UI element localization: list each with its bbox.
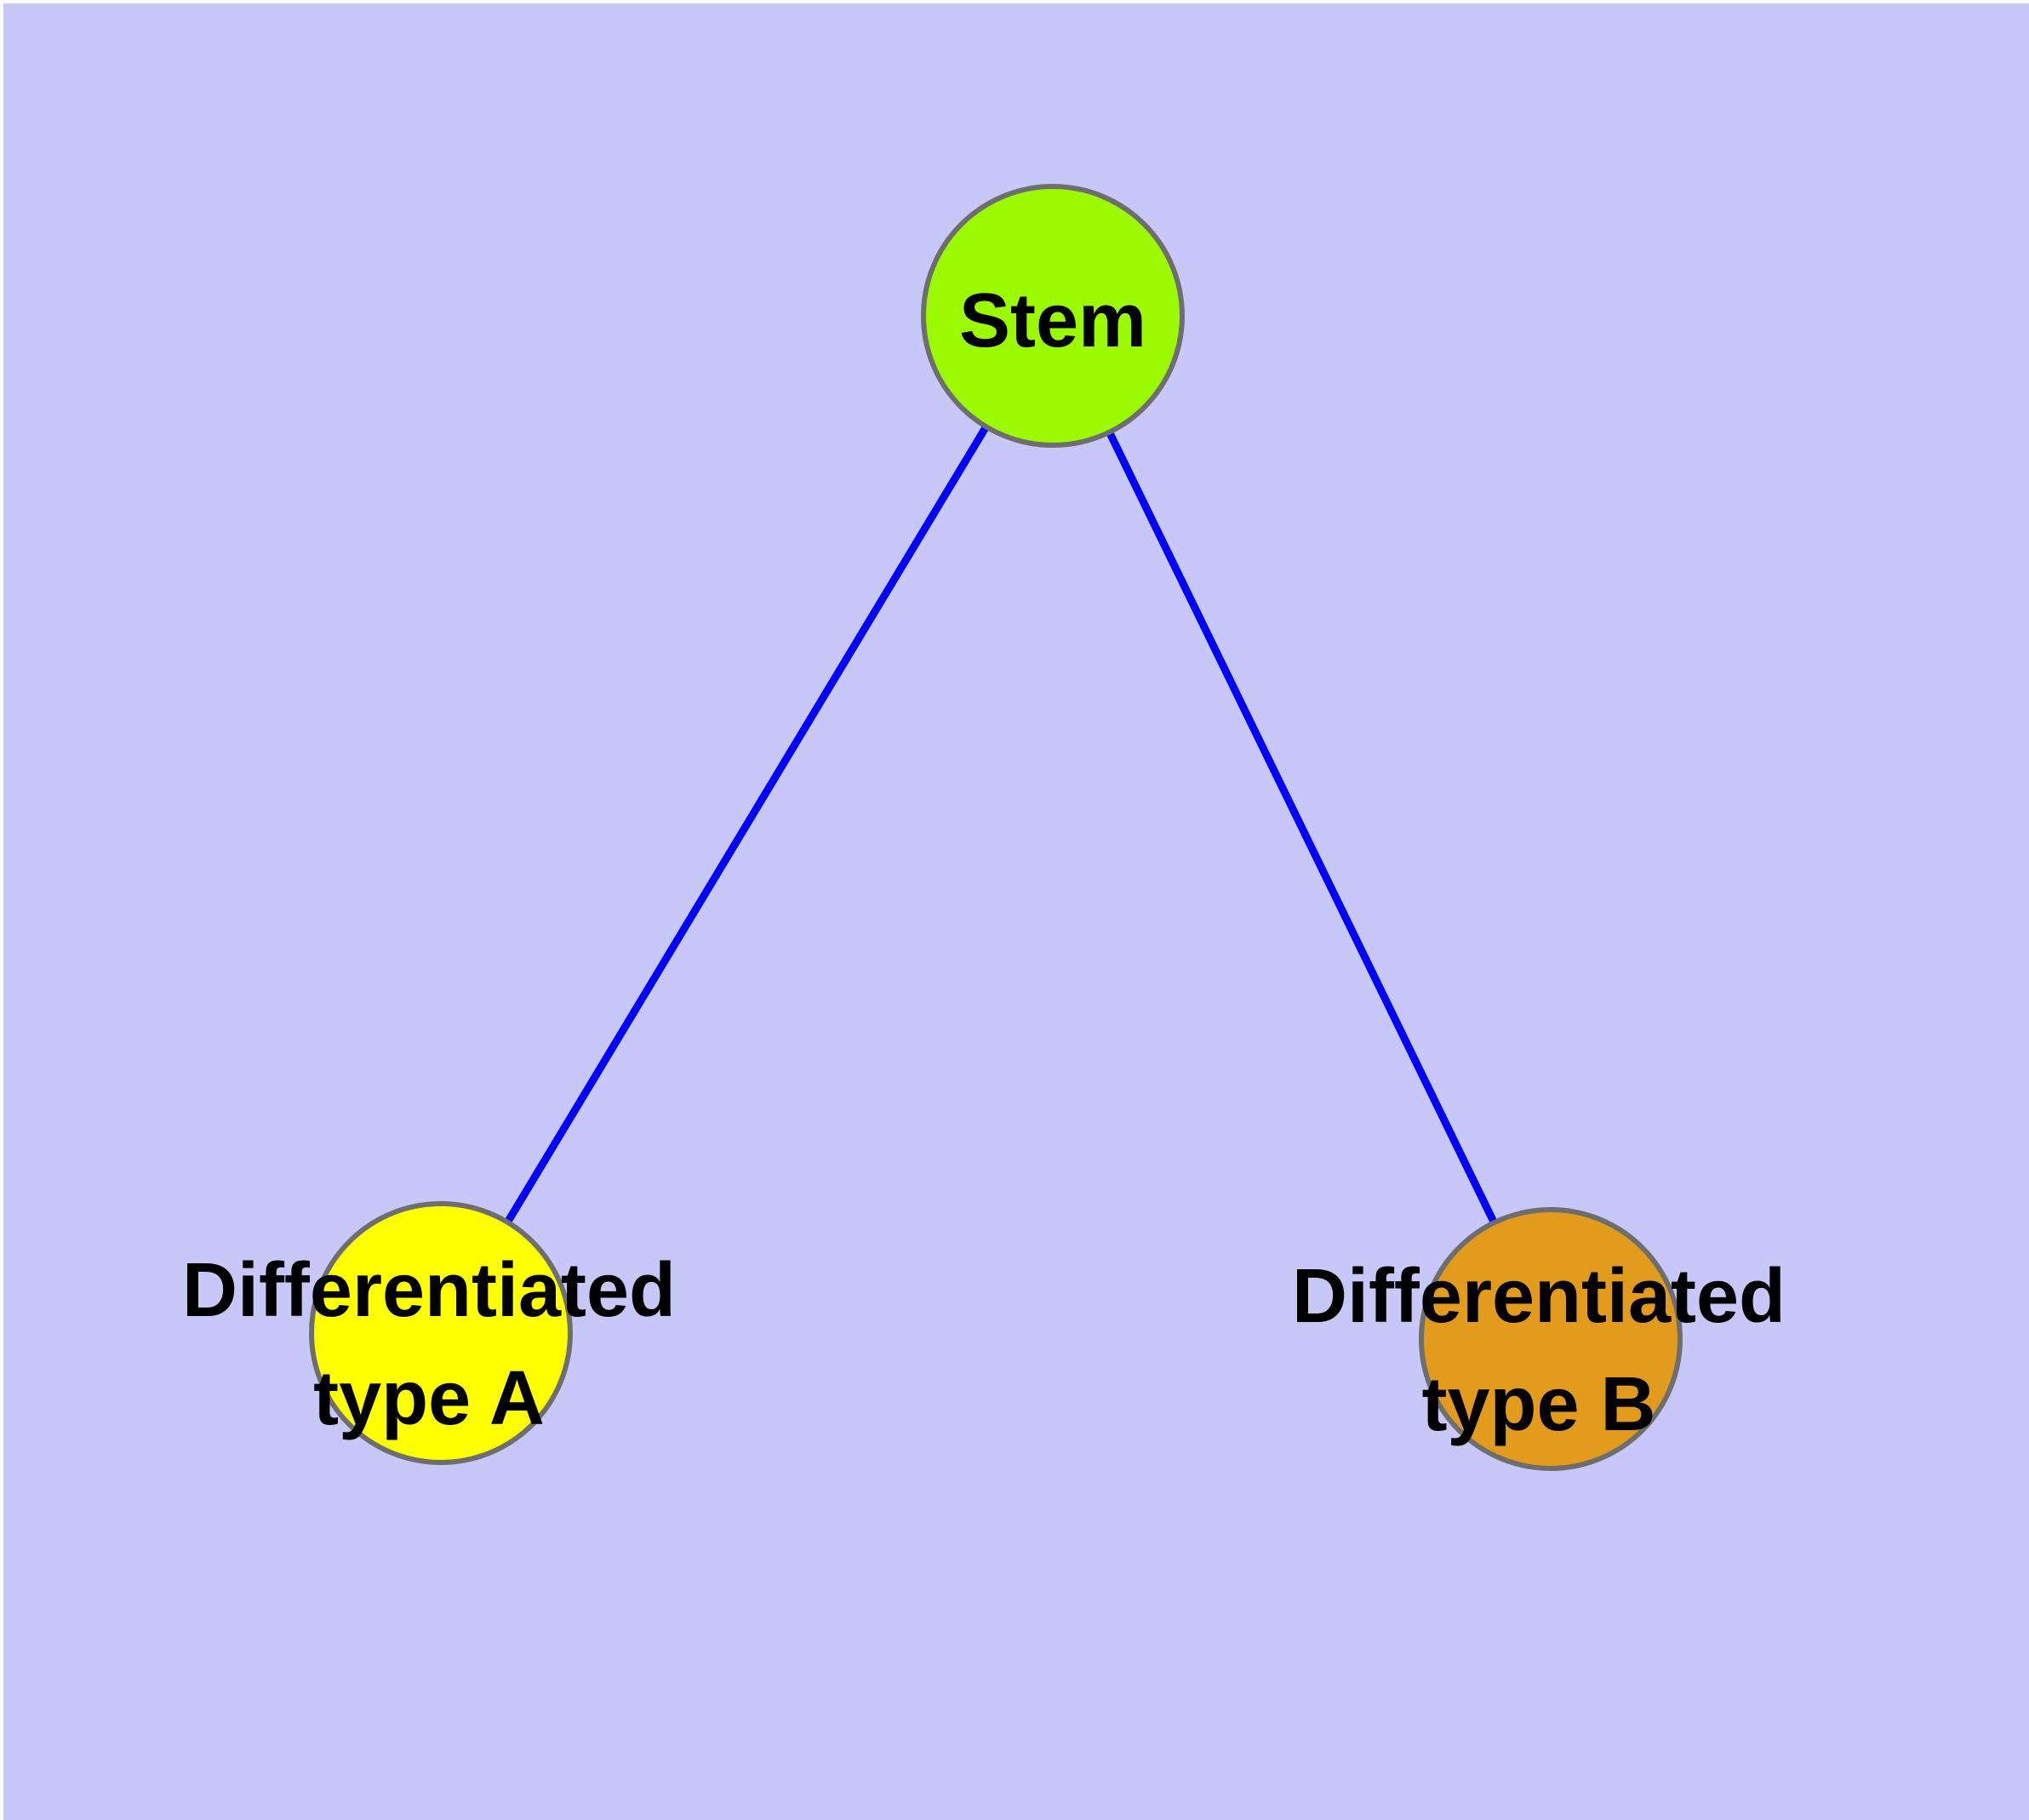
edge-stem-to-type-a (437, 313, 1056, 1336)
node-differentiated-type-b-label-line1: Differentiated (1292, 1254, 1786, 1339)
node-differentiated-type-a-label-line1: Differentiated (182, 1248, 676, 1333)
node-stem (921, 184, 1185, 448)
node-differentiated-type-b (1419, 1207, 1683, 1471)
edge-stem-to-type-b (1049, 314, 1555, 1341)
node-differentiated-type-b-label-line2: type B (1421, 1362, 1655, 1447)
node-differentiated-type-a-label-line2: type A (313, 1356, 545, 1441)
node-differentiated-type-a (309, 1201, 573, 1465)
node-stem-label: Stem (959, 278, 1146, 363)
